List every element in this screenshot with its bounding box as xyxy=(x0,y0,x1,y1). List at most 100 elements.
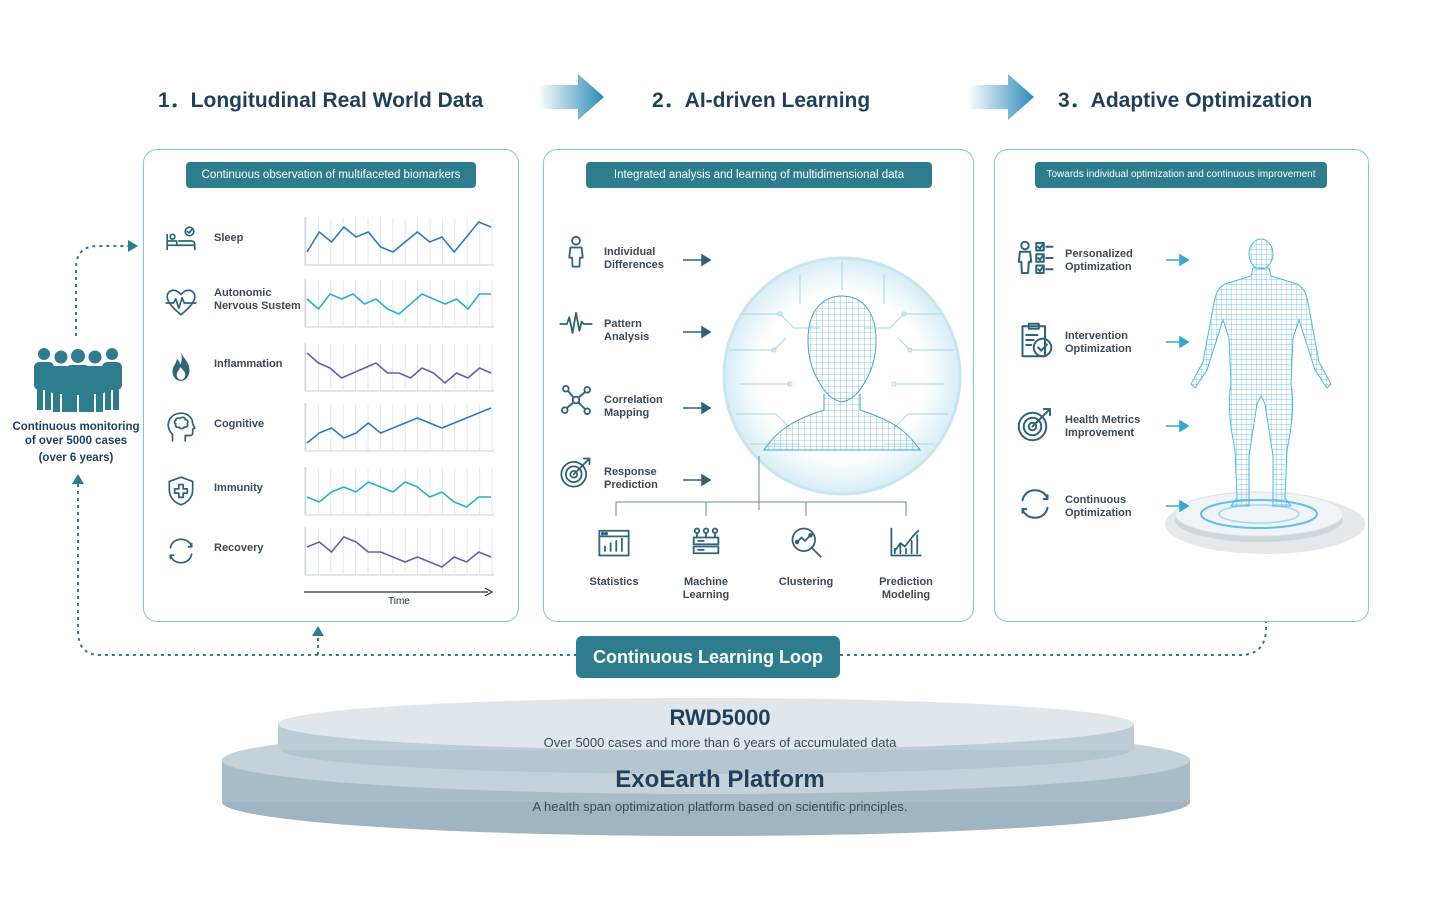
pedestal-disc-icon xyxy=(1165,491,1365,554)
biomarker-chart xyxy=(304,217,494,266)
ai-input-label: Correlation Mapping xyxy=(604,394,663,419)
biomarker-label: Inflammation xyxy=(214,358,283,370)
statistics-icon xyxy=(596,524,632,565)
flow-arrow-1-icon xyxy=(538,74,604,120)
tool-connector-lines xyxy=(758,456,760,510)
rwd-subtitle: Over 5000 cases and more than 6 years of… xyxy=(543,735,897,750)
biomarker-label: Cognitive xyxy=(214,418,265,430)
arrow-right-icon xyxy=(1166,500,1190,512)
ai-input-item: Individual Differences xyxy=(558,234,718,274)
shield-cross-icon xyxy=(164,474,198,513)
ai-input-item: Pattern Analysis xyxy=(558,306,718,346)
biomarker-label: Immunity xyxy=(214,482,263,494)
step-2-title: 2．AI-driven Learning xyxy=(652,89,871,112)
exoearth-subtitle: A health span optimization platform base… xyxy=(532,799,908,814)
biomarker-label: Sleep xyxy=(214,232,244,244)
biomarker-label: Recovery xyxy=(214,542,264,554)
refresh-icon xyxy=(1015,484,1055,529)
trend-chart-icon xyxy=(888,524,924,565)
biomarker-series-line xyxy=(306,481,491,508)
arrow-right-icon xyxy=(1166,254,1190,266)
biomarker-series-line xyxy=(306,352,492,384)
bed-icon xyxy=(164,224,198,263)
ai-tool-label: Machine Learning xyxy=(682,576,730,601)
tool-branch-lines xyxy=(615,501,907,516)
panel-ai-learning: Integrated analysis and learning of mult… xyxy=(543,149,974,622)
target-icon xyxy=(558,454,594,495)
ai-tool-label: Clustering xyxy=(778,576,834,588)
ai-tool-label: Statistics xyxy=(589,576,639,588)
optimization-label: Intervention Optimization xyxy=(1065,330,1132,355)
ai-head-circle-icon xyxy=(722,256,962,496)
biomarker-chart xyxy=(304,467,494,516)
biomarker-chart xyxy=(304,343,494,392)
ai-input-label: Individual Differences xyxy=(604,246,664,271)
clipboard-check-icon xyxy=(1015,320,1055,365)
biomarker-label: Autonomic Nervous Sustem xyxy=(214,287,301,312)
rwd-title: RWD5000 xyxy=(669,705,771,730)
platform-stack xyxy=(222,698,1190,836)
target-arrow-icon xyxy=(1015,404,1055,449)
ai-input-label: Pattern Analysis xyxy=(604,318,650,343)
ai-tool-item: Clustering xyxy=(766,524,846,604)
time-axis-arrow xyxy=(304,587,494,597)
biomarker-row: Autonomic Nervous Sustem xyxy=(162,278,502,328)
biomarker-series-line xyxy=(306,293,491,315)
brain-head-icon xyxy=(164,410,198,449)
ai-tool-item: Machine Learning xyxy=(666,524,746,604)
biomarker-chart xyxy=(304,279,494,328)
optimization-label: Personalized Optimization xyxy=(1065,248,1133,273)
waveform-icon xyxy=(558,306,594,347)
ai-tool-label: Prediction Modeling xyxy=(879,576,933,601)
continuous-learning-loop-button[interactable]: Continuous Learning Loop xyxy=(576,636,840,678)
optimization-label: Continuous Optimization xyxy=(1065,494,1132,519)
biomarker-row: Sleep xyxy=(162,216,502,266)
people-group-icon xyxy=(34,348,122,412)
people-caption: Continuous monitoring of over 5000 cases… xyxy=(12,421,140,464)
optimization-item: Health Metrics Improvement xyxy=(1015,404,1195,446)
optimization-label: Health Metrics Improvement xyxy=(1065,414,1141,439)
magnifier-icon xyxy=(788,524,824,565)
ai-tool-item: Statistics xyxy=(574,524,654,604)
ai-input-item: Response Prediction xyxy=(558,454,718,494)
network-nodes-icon xyxy=(558,382,594,423)
ai-tool-item: Prediction Modeling xyxy=(866,524,946,604)
arrow-right-icon xyxy=(683,402,712,414)
circular-arrows-icon xyxy=(164,534,198,573)
ai-input-label: Response Prediction xyxy=(604,466,658,491)
biomarker-chart xyxy=(304,403,494,452)
panel-2-banner: Integrated analysis and learning of mult… xyxy=(586,162,932,188)
biomarker-series-line xyxy=(306,536,492,568)
flame-icon xyxy=(164,350,198,389)
biomarker-series-line xyxy=(306,407,492,444)
arrow-right-icon xyxy=(683,254,712,266)
flow-arrow-2-icon xyxy=(968,74,1034,120)
person-checklist-icon xyxy=(1015,238,1055,283)
server-icon xyxy=(688,524,724,565)
ai-input-item: Correlation Mapping xyxy=(558,382,718,422)
arrow-right-icon xyxy=(1166,420,1190,432)
biomarker-row: Recovery xyxy=(162,526,502,576)
panel-1-banner: Continuous observation of multifaceted b… xyxy=(186,162,476,188)
arrow-right-icon xyxy=(683,326,712,338)
arrow-right-icon xyxy=(1166,336,1190,348)
heart-pulse-icon xyxy=(164,286,198,325)
optimization-item: Intervention Optimization xyxy=(1015,320,1195,362)
optimization-item: Personalized Optimization xyxy=(1015,238,1195,280)
biomarker-row: Cognitive xyxy=(162,402,502,452)
exoearth-title: ExoEarth Platform xyxy=(615,766,825,793)
biomarker-row: Immunity xyxy=(162,466,502,516)
biomarker-chart xyxy=(304,527,494,576)
biomarker-row: Inflammation xyxy=(162,342,502,392)
step-3-title: 3．Adaptive Optimization xyxy=(1058,89,1313,112)
optimization-item: Continuous Optimization xyxy=(1015,484,1195,526)
panel-3-banner: Towards individual optimization and cont… xyxy=(1035,162,1327,188)
panel-real-world-data: Continuous observation of multifaceted b… xyxy=(143,149,519,622)
step-1-title: 1．Longitudinal Real World Data xyxy=(158,89,484,112)
time-axis-label: Time xyxy=(388,596,410,607)
human-body-wireframe-icon xyxy=(1190,238,1332,507)
biomarker-series-line xyxy=(306,221,492,253)
arrow-right-icon xyxy=(683,474,712,486)
person-icon xyxy=(558,234,594,275)
panel-adaptive-optimization: Towards individual optimization and cont… xyxy=(994,149,1369,622)
